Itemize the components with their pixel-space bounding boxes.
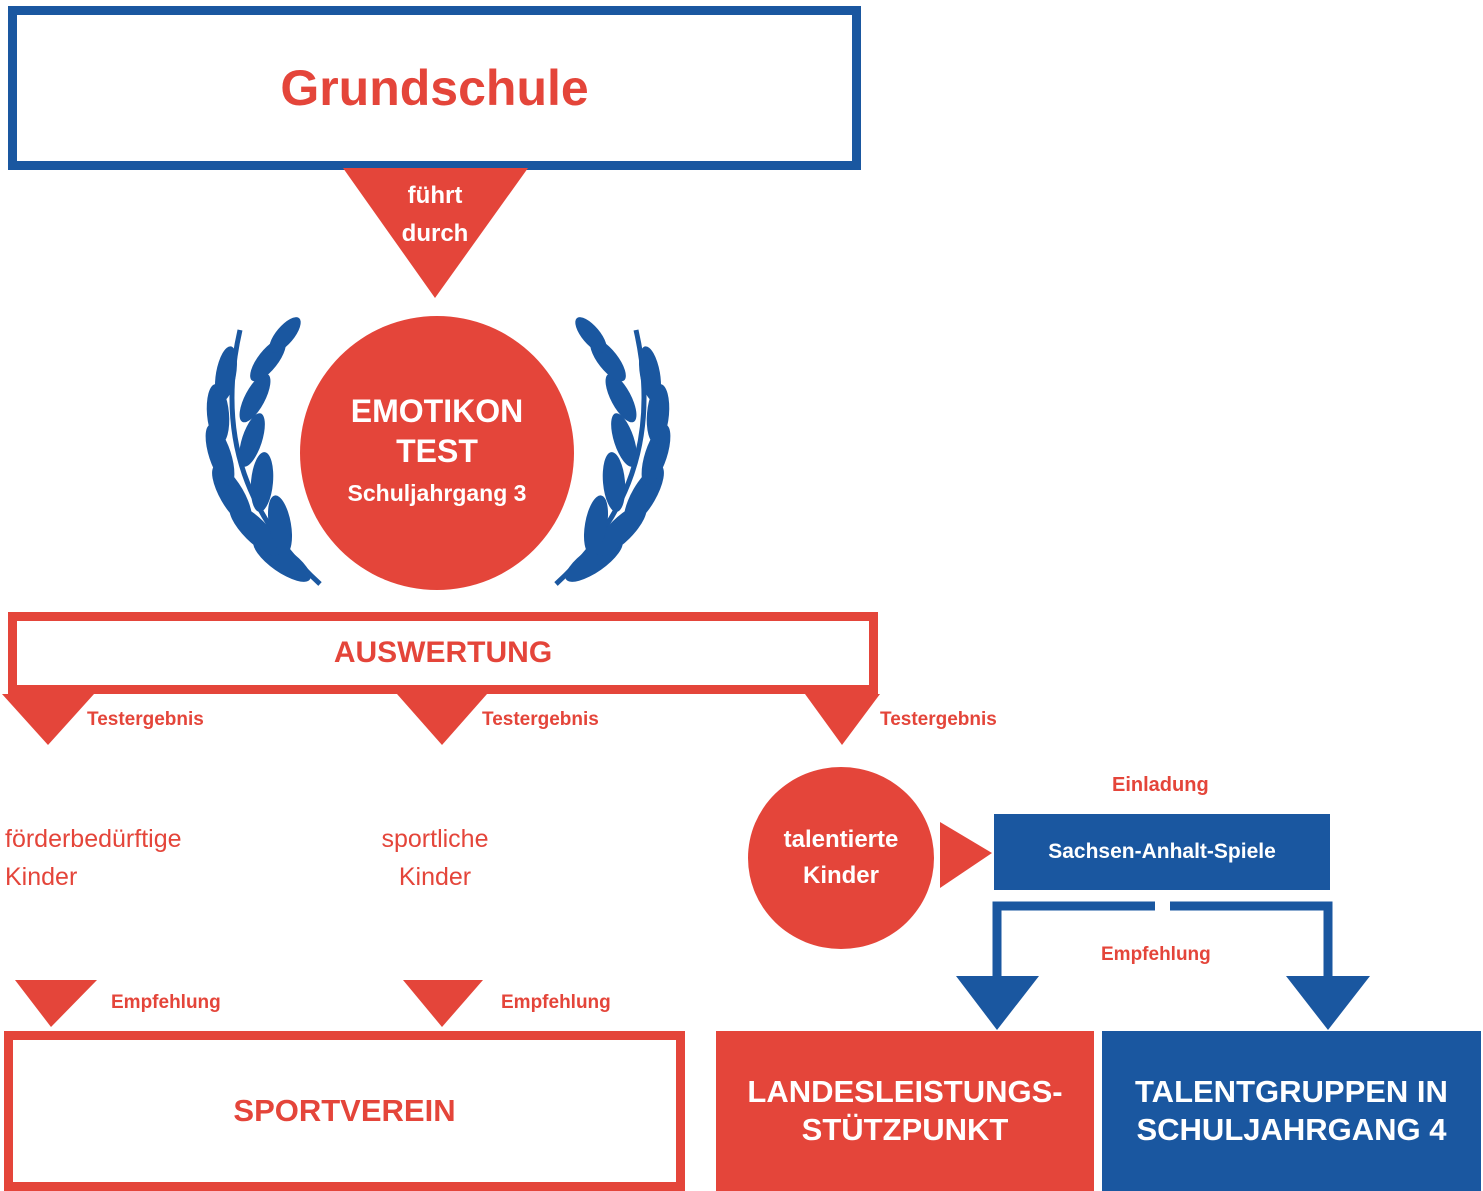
arrow-top-line1: führt	[407, 182, 463, 209]
result-label-right: Testergebnis	[880, 709, 997, 730]
talent-groups-line1: TALENTGRUPPEN IN	[1135, 1074, 1448, 1109]
test-circle: EMOTIKON TEST Schuljahrgang 3	[300, 316, 574, 590]
evaluation-label: AUSWERTUNG	[333, 636, 553, 669]
group-sporty-line1: sportliche	[381, 825, 489, 853]
talent-groups-line2: SCHULJAHRGANG 4	[1136, 1112, 1447, 1147]
result-label-middle: Testergebnis	[482, 709, 599, 730]
talent-groups-box: TALENTGRUPPEN IN SCHULJAHRGANG 4	[1102, 1031, 1481, 1191]
recommendation-label-left: Empfehlung	[111, 992, 221, 1013]
school-box: Grundschule	[8, 6, 861, 170]
test-subtitle: Schuljahrgang 3	[347, 480, 527, 506]
group-needs-support: förderbedürftige Kinder	[5, 820, 182, 896]
talented-line1: talentierte	[783, 826, 899, 853]
test-title-line1: EMOTIKON	[350, 393, 524, 429]
talented-circle: talentierte Kinder	[748, 767, 934, 949]
group-sporty-line2: Kinder	[398, 863, 472, 891]
sports-club-box: SPORTVEREIN	[4, 1031, 685, 1191]
group-sporty: sportliche Kinder	[360, 820, 510, 896]
arrow-top-line2: durch	[401, 220, 469, 247]
result-label-left: Testergebnis	[87, 709, 204, 730]
talented-line2: Kinder	[802, 862, 879, 889]
evaluation-box: AUSWERTUNG	[8, 612, 878, 694]
sports-club-label: SPORTVEREIN	[233, 1093, 456, 1128]
games-box: Sachsen-Anhalt-Spiele	[994, 814, 1330, 890]
invitation-label: Einladung	[1112, 774, 1209, 796]
recommendation-label-right: Empfehlung	[1101, 944, 1211, 965]
group-needs-support-line1: förderbedürftige	[5, 825, 182, 853]
test-title-line2: TEST	[396, 433, 478, 469]
school-title: Grundschule	[280, 60, 589, 116]
performance-base-box: LANDESLEISTUNGS- STÜTZPUNKT	[716, 1031, 1094, 1191]
recommendation-label-middle: Empfehlung	[501, 992, 611, 1013]
games-label: Sachsen-Anhalt-Spiele	[1048, 840, 1276, 863]
performance-base-line1: LANDESLEISTUNGS-	[747, 1074, 1063, 1109]
arrow-top-label: führt durch	[385, 177, 485, 253]
performance-base-line2: STÜTZPUNKT	[801, 1112, 1009, 1147]
group-needs-support-line2: Kinder	[5, 863, 78, 891]
